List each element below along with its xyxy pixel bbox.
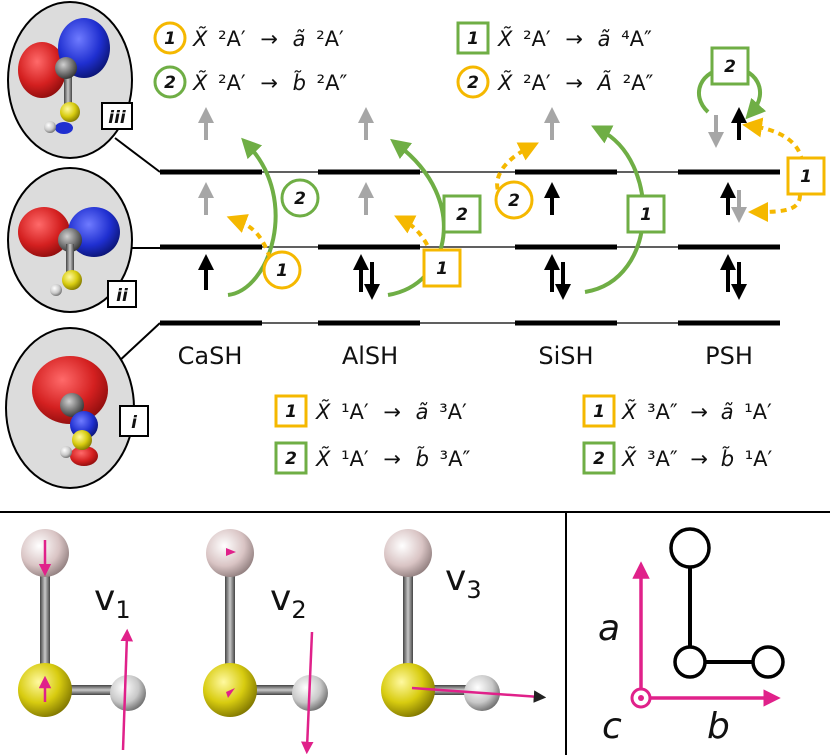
legend-s-2-num: 2 [285,449,297,469]
badge-psh-2: 2 [724,57,736,77]
legend-triplet: 1 X̃ ³A″ → ã ¹A′ 2 X̃ ³A″ → b̃ ¹A′ [582,394,773,475]
badge-sish-2: 2 [508,191,520,211]
legend-dr-1-text: X̃ ²A′ → ã ⁴A″ [497,26,652,51]
badge-alsh-2: 2 [456,205,468,225]
badge-psh-1: 1 [800,167,812,187]
mode-v2: v2 [203,529,328,755]
orbital-iii-label: iii [108,108,127,128]
badge-sish-1: 1 [640,205,652,225]
badge-cash-1: 1 [276,261,288,281]
legend-s-1-num: 1 [285,402,297,422]
orbital-iii-bubble: iii [7,1,161,173]
mode-v1-label: v1 [94,578,131,624]
molecule-label-psh: PSH [705,342,753,370]
legend-singlet: 1 X̃ ¹A′ → ã ³A′ 2 X̃ ¹A′ → b̃ ³A″ [274,394,470,475]
axes-schematic: a b c [598,527,785,747]
legend-dl-2-text: X̃ ²A′ → b̃ ²A″ [192,70,347,95]
legend-s-1-text: X̃ ¹A′ → ã ³A′ [315,399,467,424]
legend-t-2-text: X̃ ³A″ → b̃ ¹A′ [621,446,773,471]
legend-t-2-num: 2 [593,449,605,469]
legend-t-1-num: 1 [593,402,605,422]
molecule-labels: CaSH AlSH SiSH PSH [178,342,753,370]
legend-dl-1-num: 1 [164,29,176,49]
mode-v3-label: v3 [445,558,482,604]
molecule-label-cash: CaSH [178,342,243,370]
legend-doublet-right: 1 X̃ ²A′ → ã ⁴A″ 2 X̃ ²A′ → Ã ²A″ [456,21,653,99]
legend-dr-2-text: X̃ ²A′ → Ã ²A″ [497,69,653,95]
badge-cash-2: 2 [294,189,306,209]
legend-doublet-left: 1 X̃ ²A′ → ã ²A′ 2 X̃ ²A′ → b̃ ²A″ [153,21,347,99]
orbital-i-label: i [131,413,138,433]
orbital-i-bubble: i [5,322,161,489]
mode-v2-label: v2 [270,578,307,624]
energy-levels [160,169,780,326]
spin-arrows [198,107,747,300]
legend-t-1-text: X̃ ³A″ → ã ¹A′ [621,399,772,424]
legend-dl-1-text: X̃ ²A′ → ã ²A′ [192,26,344,51]
axis-b-label: b [707,706,730,747]
axis-a-label: a [598,608,620,649]
legend-dr-2-num: 2 [467,73,479,93]
badge-alsh-1: 1 [436,259,448,279]
axis-c-label: c [602,706,622,747]
orbital-ii-label: ii [116,286,129,306]
mode-v3: v3 [381,529,547,717]
molecule-label-alsh: AlSH [342,342,398,370]
diagram-badges: 2 1 2 1 2 1 2 1 [262,46,826,290]
legend-dl-2-num: 2 [164,73,176,93]
legend-dr-1-num: 1 [467,29,479,49]
mode-v1: v1 [18,529,146,751]
orbital-ii-bubble: ii [7,167,160,313]
legend-s-2-text: X̃ ¹A′ → b̃ ³A″ [315,446,470,471]
molecule-label-sish: SiSH [538,342,593,370]
